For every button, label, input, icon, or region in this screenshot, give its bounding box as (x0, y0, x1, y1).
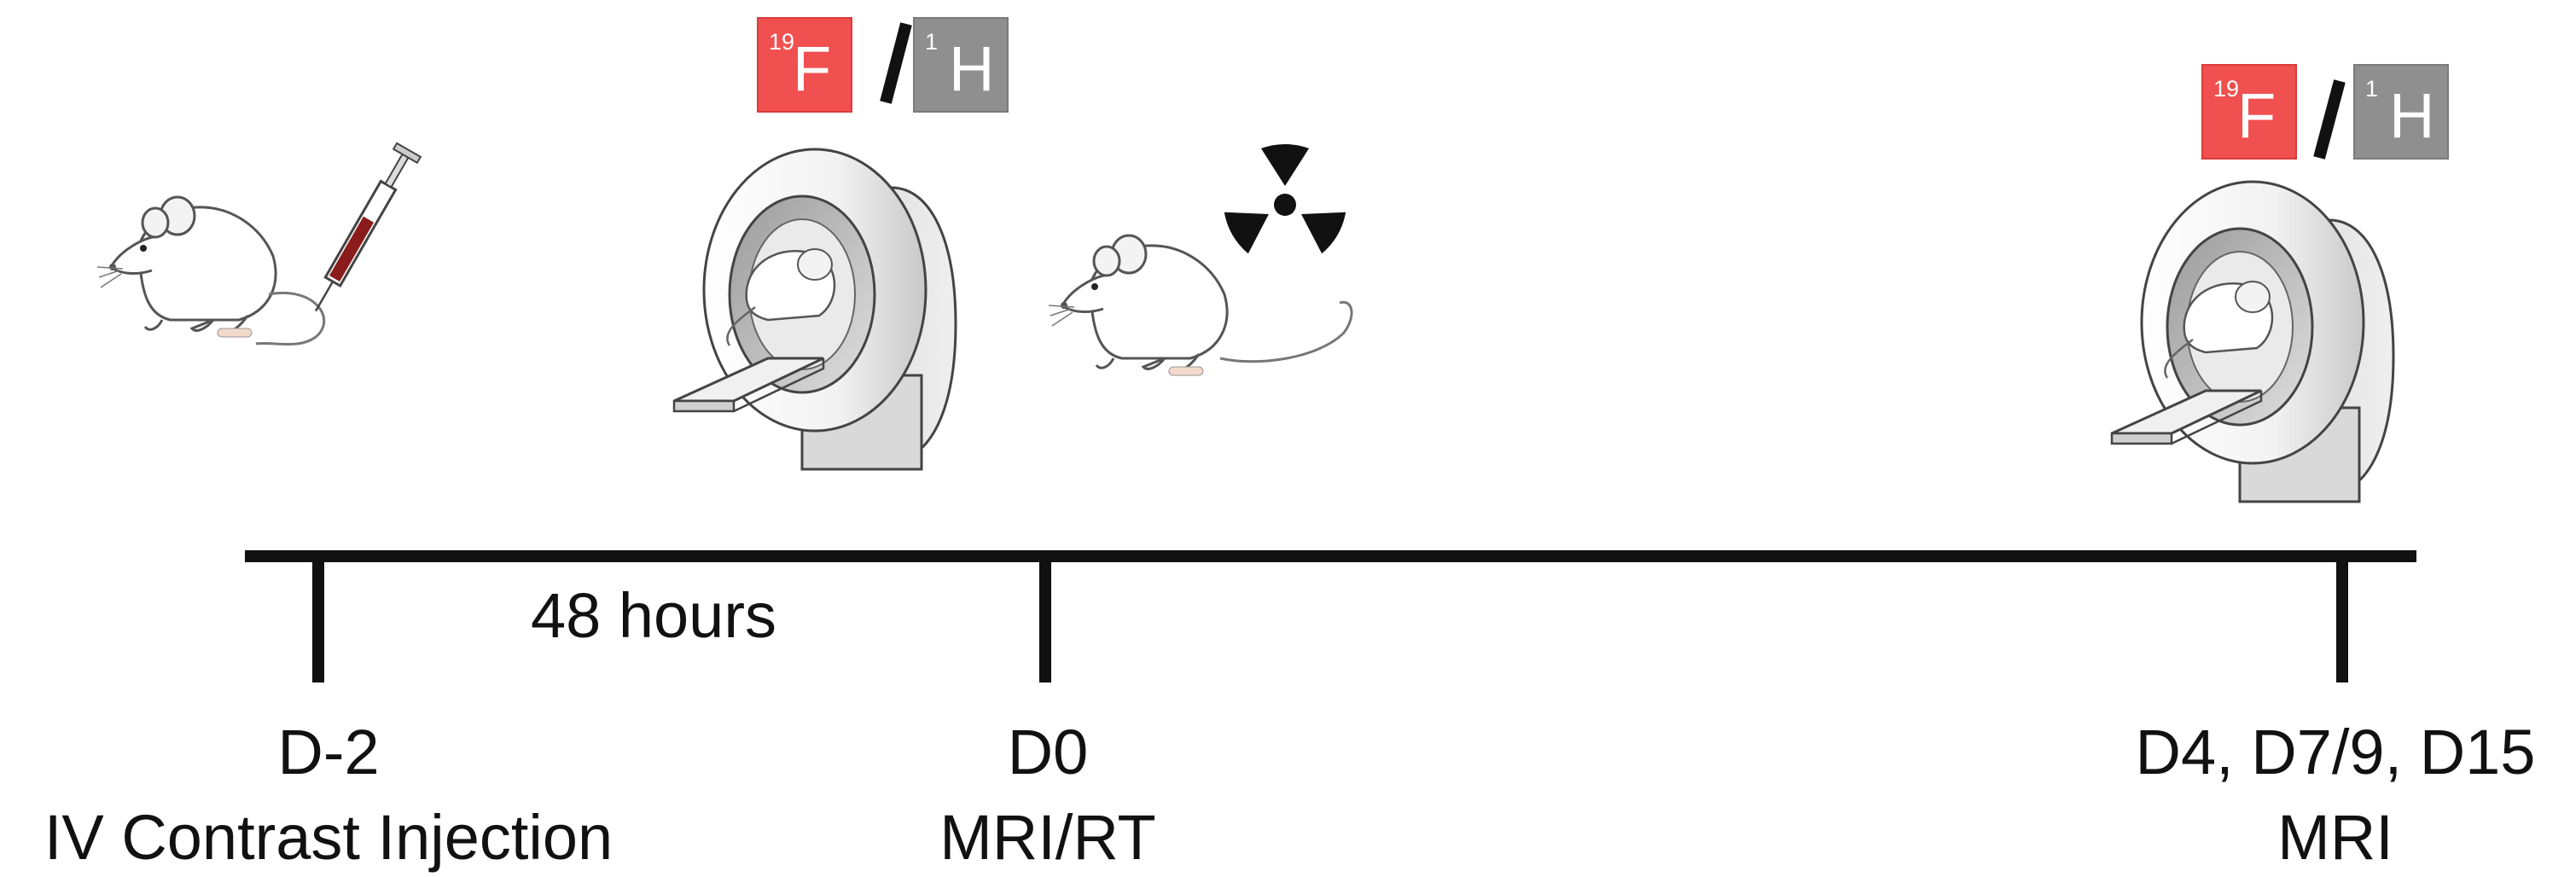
badge-mass-number: 19 (2213, 76, 2240, 102)
badge-nucleus: F (793, 33, 832, 104)
badge-nucleus: H (949, 33, 995, 104)
event-description-label: MRI/RT (939, 802, 1156, 873)
event-description-label: IV Contrast Injection (44, 802, 613, 873)
syringe-icon (314, 142, 422, 312)
event-day-label: D4, D7/9, D15 (2135, 717, 2536, 787)
badge-1h: 1 H (913, 17, 1009, 113)
event-day-label: D0 (1007, 717, 1089, 787)
badge-nucleus: H (2389, 80, 2435, 151)
mri-scanner-icon (672, 148, 957, 471)
badge-19f: 19 F (757, 17, 852, 113)
radiation-icon (1224, 143, 1346, 254)
mouse-icon (1047, 234, 1353, 377)
event-description-label: MRI (2277, 802, 2393, 873)
badge-separator (2313, 79, 2346, 160)
mri-scanner-icon (2110, 180, 2395, 503)
badge-separator (880, 22, 912, 104)
badge-nucleus: F (2237, 80, 2277, 151)
event-day-label: D-2 (277, 717, 380, 787)
badge-mass-number: 19 (769, 29, 795, 55)
mouse-icon (96, 195, 326, 346)
interval-label: 48 hours (531, 580, 776, 651)
badge-mass-number: 1 (925, 29, 939, 55)
badge-mass-number: 1 (2365, 76, 2379, 102)
badge-19f: 19 F (2201, 64, 2297, 160)
badge-1h: 1 H (2353, 64, 2449, 160)
